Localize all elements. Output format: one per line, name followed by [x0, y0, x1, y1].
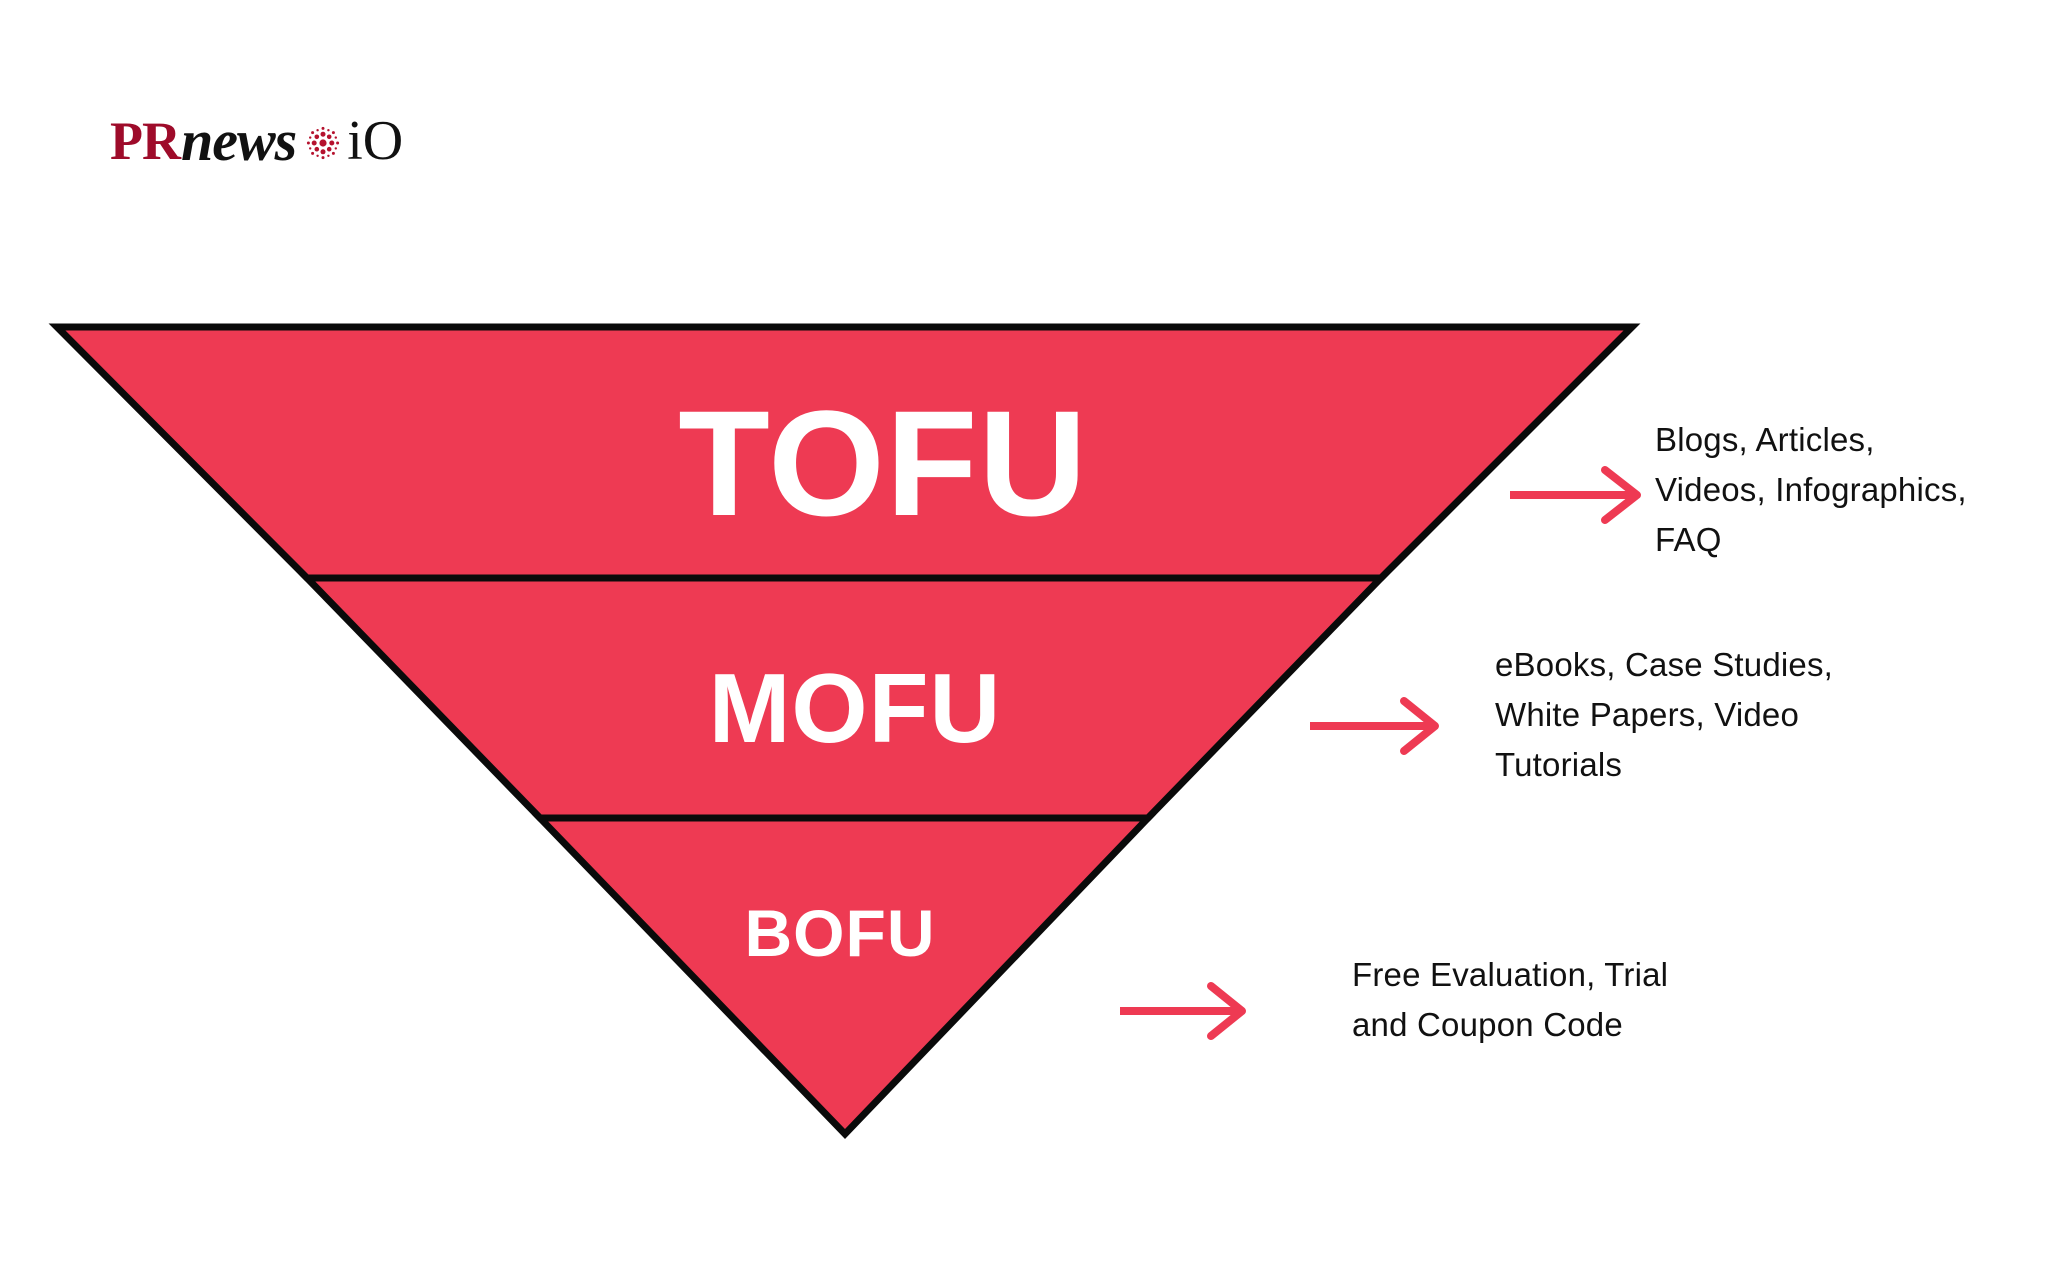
logo-text-pr: PR — [110, 111, 181, 171]
dot-cluster-icon — [306, 126, 340, 160]
arrow-right-icon-bofu — [1120, 982, 1246, 1040]
callout-text-mofu: eBooks, Case Studies, White Papers, Vide… — [1495, 646, 1834, 784]
funnel-stage-label-tofu: TOFU — [678, 379, 1088, 547]
funnel-stage-label-mofu: MOFU — [709, 653, 1002, 763]
funnel-stage-label-bofu: BOFU — [745, 896, 936, 970]
callout-text-bofu: Free Evaluation, Trial and Coupon Code — [1352, 956, 1669, 1044]
logo-text-io: iO — [347, 110, 404, 172]
funnel-stage-bofu[interactable] — [531, 814, 1157, 1140]
arrow-right-icon-mofu — [1310, 697, 1439, 755]
logo-text-news: news — [180, 108, 297, 173]
callout-text-tofu: Blogs, Articles, Videos, Infographics, F… — [1655, 421, 1967, 559]
arrow-right-icon-tofu — [1510, 466, 1641, 524]
